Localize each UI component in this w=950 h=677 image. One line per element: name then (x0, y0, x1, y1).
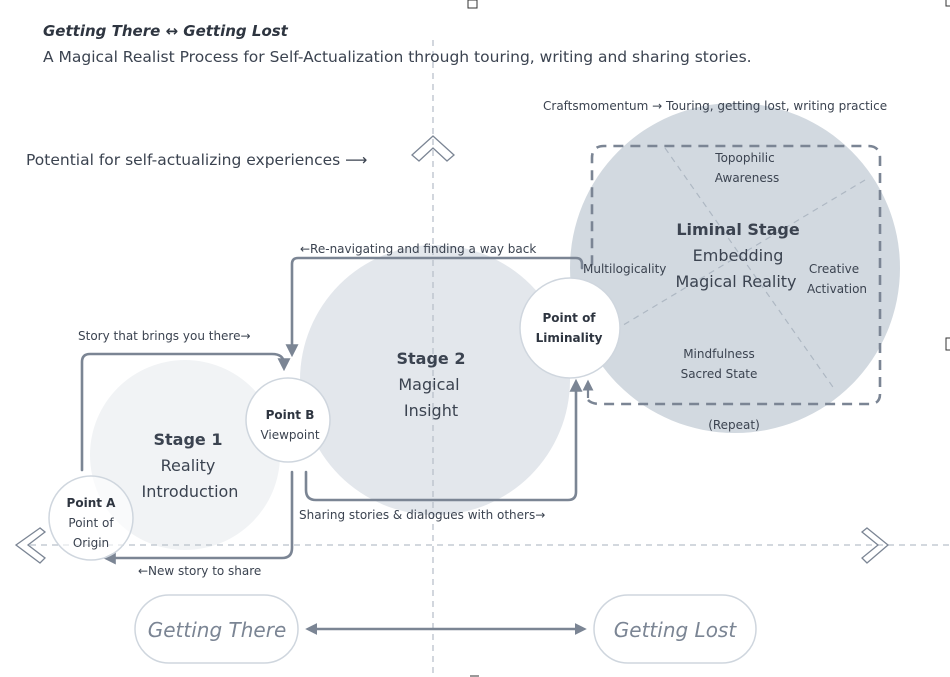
repeat-loop (587, 144, 882, 406)
sector-bottom-line2: Sacred State (681, 367, 758, 381)
craftsmomentum-label: Craftsmomentum → Touring, getting lost, … (543, 99, 887, 113)
stage1-line2: Introduction (142, 482, 239, 501)
stage1-line1: Reality (161, 456, 216, 475)
new-story-arrow (102, 470, 294, 565)
chevron-left-icon (14, 527, 47, 564)
story-brings-arrow (80, 352, 291, 472)
liminal-stage-title: Liminal Stage (676, 220, 800, 239)
repeat-label: (Repeat) (708, 418, 760, 432)
chevron-up-icon (411, 135, 455, 162)
point-b-circle[interactable] (245, 377, 331, 463)
sector-top-line1: Topophilic (714, 151, 774, 165)
liminal-circle (570, 103, 900, 433)
sector-divider-1 (664, 147, 836, 391)
vertical-axis-label: Potential for self-actualizing experienc… (26, 151, 367, 169)
sector-bottom-line1: Mindfulness (683, 347, 755, 361)
sector-right-line1: Creative (809, 262, 859, 276)
diagram-subtitle: A Magical Realist Process for Self-Actua… (43, 48, 752, 66)
point-a-line2: Origin (73, 536, 109, 550)
stage2-circle (300, 245, 570, 515)
story-brings-label: Story that brings you there→ (78, 329, 251, 343)
stage1-title: Stage 1 (154, 430, 223, 449)
stage2-line2: Insight (404, 401, 458, 420)
corner-mark-top (467, 0, 478, 9)
corner-mark-top-right (945, 0, 950, 7)
getting-there-pill[interactable] (134, 594, 299, 664)
stage2-title: Stage 2 (397, 349, 466, 368)
sector-left: Multilogicality (583, 262, 666, 276)
sector-right-line2: Activation (807, 282, 867, 296)
new-story-label: ←New story to share (138, 564, 261, 578)
renavigating-arrow (285, 256, 584, 358)
point-b-title: Point B (266, 408, 315, 422)
corner-mark-right (945, 337, 950, 351)
point-liminality-line2: Liminality (536, 331, 603, 345)
sector-top-line2: Awareness (715, 171, 779, 185)
stage2-line1: Magical (398, 375, 459, 394)
getting-lost-pill[interactable] (593, 594, 757, 664)
point-a-circle[interactable] (48, 475, 134, 561)
point-a-title: Point A (67, 496, 117, 510)
diagram-title: Getting There ↔ Getting Lost (43, 22, 289, 40)
point-b-line1: Viewpoint (260, 428, 319, 442)
liminal-stage-line1: Embedding (693, 246, 784, 265)
stage1-circle (90, 360, 280, 550)
sharing-label: Sharing stories & dialogues with others→ (299, 508, 545, 522)
sharing-arrow (304, 378, 583, 502)
point-a-line1: Point of (68, 516, 114, 530)
sector-divider-2 (614, 179, 866, 331)
point-liminality-line1: Point of (542, 311, 596, 325)
getting-there-label: Getting There (148, 618, 287, 642)
renavigating-label: ←Re-navigating and finding a way back (300, 242, 536, 256)
point-liminality-circle[interactable] (519, 277, 621, 379)
chevron-right-icon (860, 527, 890, 564)
liminal-stage-line2: Magical Reality (675, 272, 796, 291)
getting-lost-label: Getting Lost (614, 618, 738, 642)
